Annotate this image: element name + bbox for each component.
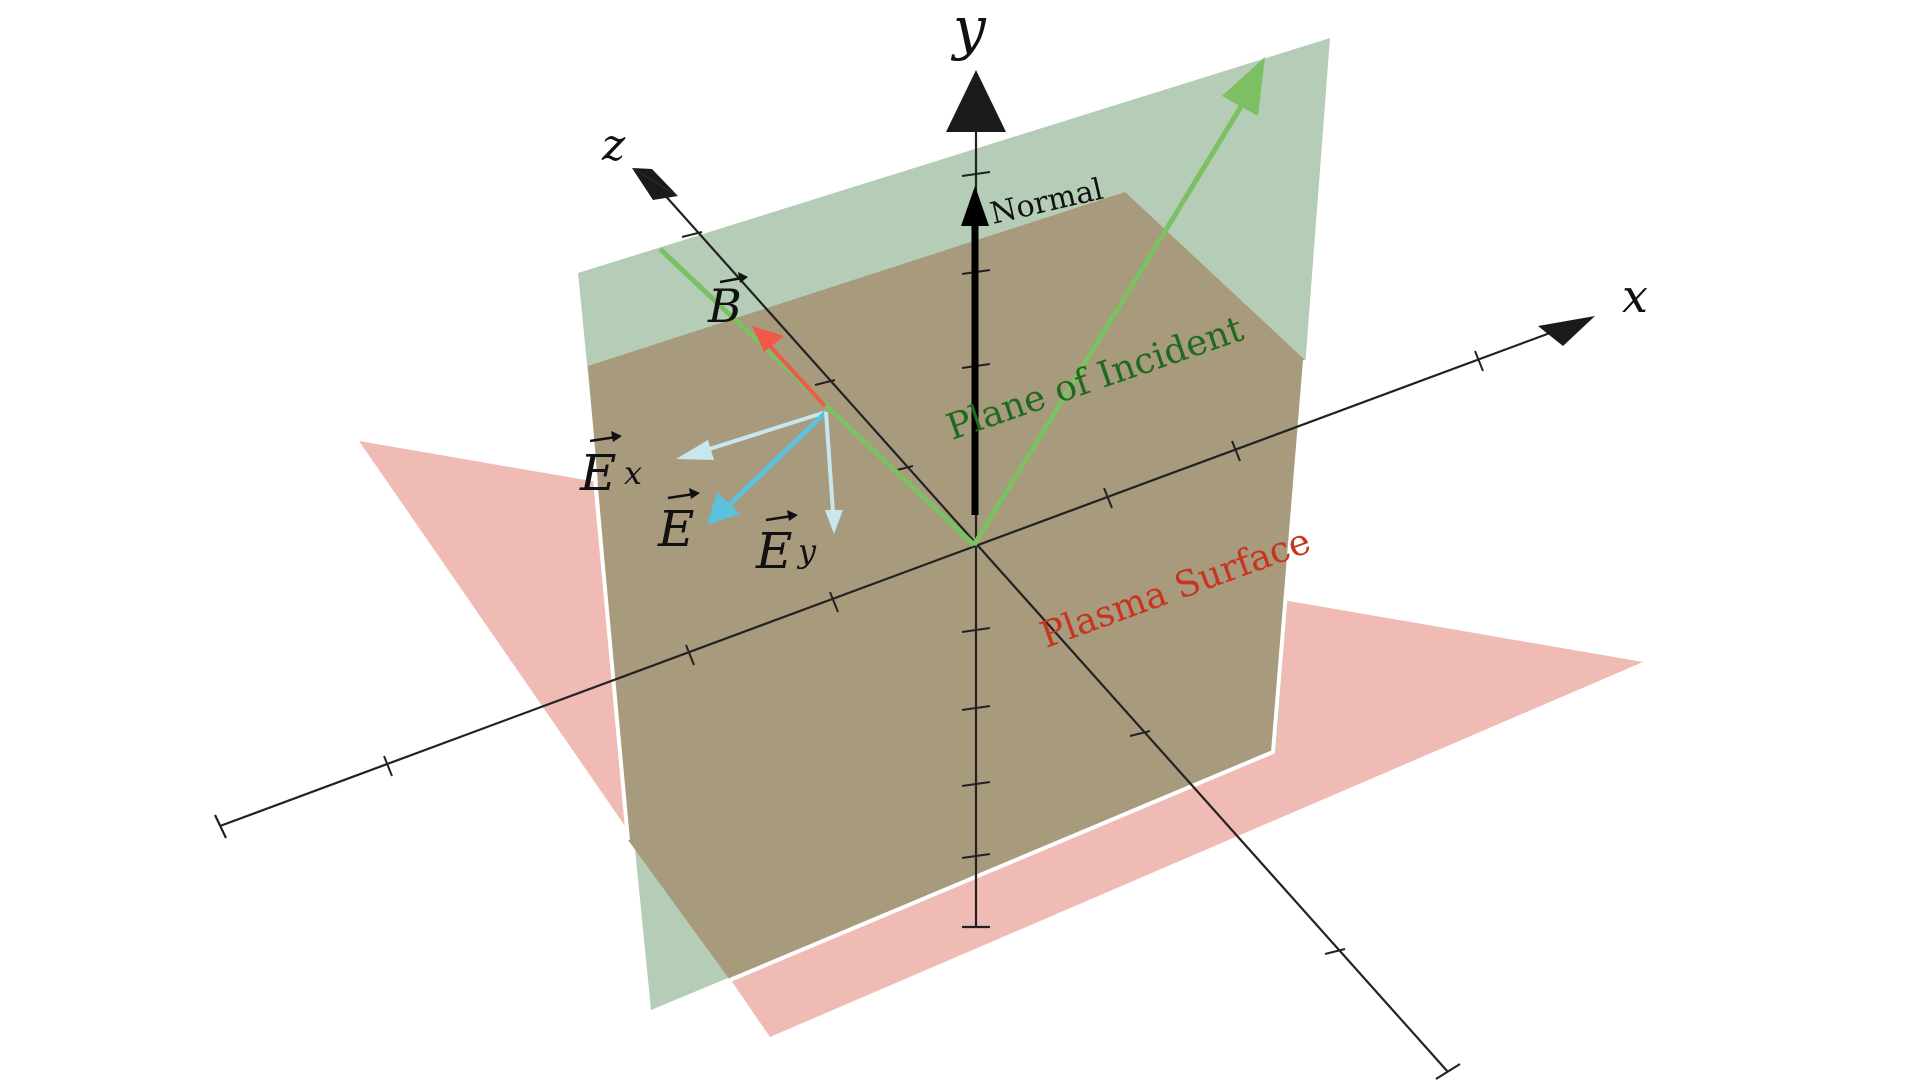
- reflected-ray-arrowhead: [1222, 57, 1265, 116]
- x-axis-label: x: [1622, 269, 1648, 323]
- ey-subscript: y: [796, 532, 817, 570]
- ex-overarrow-head: [611, 431, 622, 442]
- ey-overarrow: [765, 514, 793, 522]
- b-overarrow-head: [738, 272, 748, 283]
- b-field-label: B: [707, 272, 748, 333]
- e-symbol: E: [657, 500, 695, 558]
- x-tick: [1474, 350, 1484, 372]
- x-tick: [1103, 487, 1113, 509]
- ey-label: E y: [755, 510, 817, 580]
- ex-label: E x: [579, 431, 642, 502]
- y-tick: [961, 627, 991, 633]
- b-vector-arrowhead: [752, 326, 784, 352]
- e-overarrow: [667, 492, 695, 500]
- e-vector-arrowhead: [707, 492, 740, 525]
- y-tick: [961, 853, 991, 859]
- x-axis-end-tick: [214, 814, 227, 839]
- y-tick: [961, 781, 991, 787]
- x-tick: [829, 591, 839, 613]
- ey-symbol: E: [755, 522, 793, 580]
- x-tick: [1231, 440, 1241, 462]
- y-axis-arrowhead: [946, 70, 1006, 132]
- x-axis: [219, 318, 1586, 828]
- plane-overlap-region: [588, 192, 1305, 980]
- x-tick: [383, 755, 393, 777]
- z-axis-arrowhead-fill: [632, 168, 678, 196]
- y-axis-label: y: [950, 0, 987, 62]
- x-tick: [685, 644, 695, 666]
- e-vector: [726, 410, 828, 508]
- b-vector: [766, 342, 827, 408]
- normal-arrowhead: [961, 186, 989, 226]
- z-axis: [653, 182, 1449, 1073]
- z-tick: [814, 379, 836, 386]
- z-axis-arrowhead: [632, 168, 678, 200]
- ex-subscript: x: [624, 454, 642, 492]
- reflected-ray: [971, 98, 1248, 547]
- b-symbol: B: [707, 279, 742, 333]
- z-tick: [1324, 948, 1346, 955]
- x-axis-arrowhead: [1538, 316, 1595, 346]
- z-axis-label: z: [601, 120, 626, 171]
- e-label: E: [657, 488, 700, 558]
- ex-overarrow: [589, 435, 617, 443]
- e-overarrow-head: [689, 488, 700, 499]
- ey-overarrow-head: [787, 510, 798, 521]
- z-tick: [1129, 730, 1151, 737]
- y-tick: [961, 171, 991, 177]
- ex-vector-arrowhead: [676, 440, 714, 460]
- z-axis-end-tick: [1435, 1063, 1461, 1080]
- plane-edge-left: [583, 369, 630, 841]
- y-tick: [961, 705, 991, 711]
- plane-edge-right: [729, 359, 1307, 982]
- b-overarrow: [719, 276, 743, 284]
- ey-vector: [824, 411, 835, 513]
- z-tick: [681, 231, 703, 238]
- ex-vector: [699, 410, 827, 454]
- ey-vector-arrowhead: [825, 510, 843, 534]
- ex-symbol: E: [579, 444, 617, 502]
